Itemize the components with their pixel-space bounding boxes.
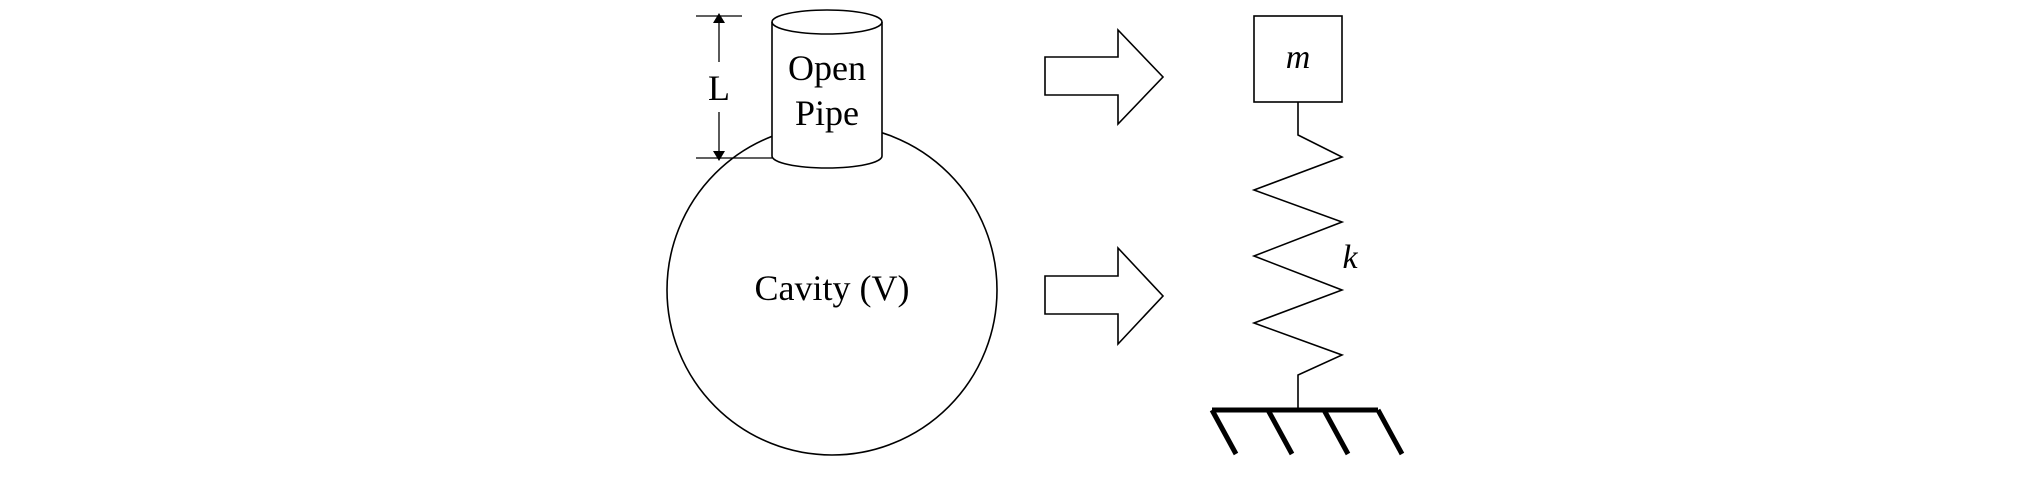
pipe-bottom-rim [771,155,883,169]
pipe-label-line2: Pipe [795,93,859,133]
pipe-top-rim [771,9,883,35]
right-arrow-icon [1044,28,1165,126]
mass-label: m [1286,39,1311,76]
length-label: L [708,68,730,108]
spring [1251,102,1345,410]
stiffness-label: k [1342,239,1358,276]
pipe-body [772,22,882,168]
right-arrow-icon [1044,245,1165,347]
mass-spring-system: m k [1209,15,1405,456]
length-dimension: L [696,13,772,161]
ground-hatch-icon [1209,407,1405,456]
cavity-label: Cavity (V) [755,268,910,308]
resonator: Open Pipe L Cavity (V) [666,9,998,456]
pipe-label-line1: Open [788,48,866,88]
